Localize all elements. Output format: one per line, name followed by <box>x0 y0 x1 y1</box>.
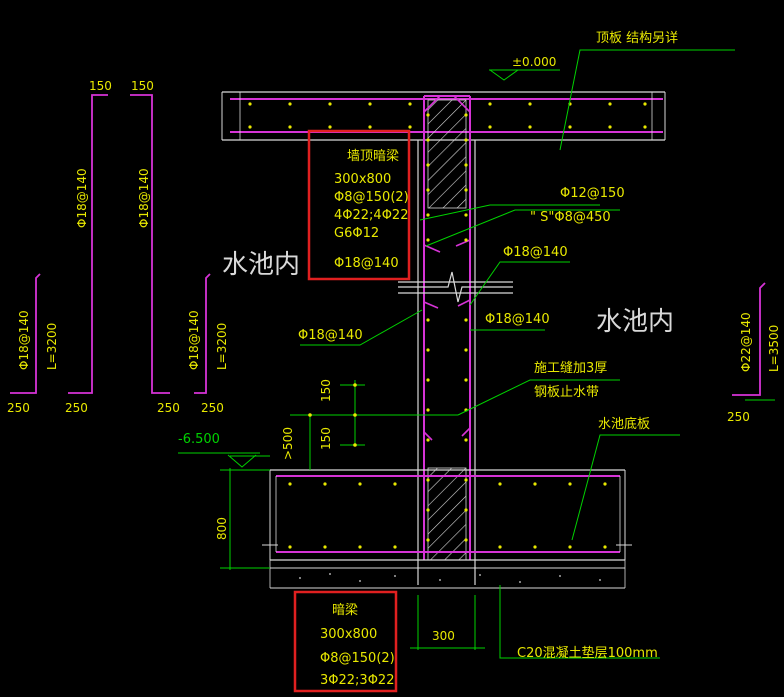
rebar-12-150-label: Φ12@150 <box>560 186 625 201</box>
bar-schedule-labels: 150 Φ18@140 150 Φ18@140 Φ18@140 L=3200 2… <box>7 79 781 424</box>
bar-1-shape <box>68 94 108 394</box>
top-beam-callout-box <box>307 129 411 281</box>
dim-150-a-label: 150 <box>319 379 333 402</box>
rebar-tie-label: " S"Φ8@450 <box>530 210 611 225</box>
rebar-18-140-label-b: Φ18@140 <box>485 312 550 327</box>
bottom-beam-stirrup: Φ8@150(2) <box>320 651 395 666</box>
bottom-slab-label: 水池底板 <box>598 416 650 432</box>
bar-5-shape <box>732 282 766 396</box>
bar-5-spec: Φ22@140 <box>739 312 753 372</box>
wall <box>417 95 476 585</box>
bar-4-shape <box>194 273 211 394</box>
dim-150-b-label: 150 <box>319 427 333 450</box>
bar-2-spec: Φ18@140 <box>137 168 151 228</box>
top-beam-extra: Φ18@140 <box>334 256 399 271</box>
bar-4-spec: Φ18@140 <box>187 310 201 370</box>
bar-2-shape <box>130 94 170 394</box>
bar-4-bottom: 250 <box>157 401 180 415</box>
top-beam-side: G6Φ12 <box>334 226 379 241</box>
top-beam-title: 墙顶暗梁 <box>347 149 399 164</box>
bar-5-length: L=3500 <box>767 325 781 372</box>
bar-3-spec: Φ18@140 <box>17 310 31 370</box>
bar-4-length: L=3200 <box>215 323 229 370</box>
bar-1-spec: Φ18@140 <box>75 168 89 228</box>
rebar-18-140-label-c: Φ18@140 <box>298 328 363 343</box>
top-beam-hatch <box>427 99 467 209</box>
elevation-bottom-label: -6.500 <box>178 432 220 447</box>
top-beam-size: 300x800 <box>334 172 391 187</box>
bottom-beam-title: 暗梁 <box>332 603 358 618</box>
water-inside-right-label: 水池内 <box>596 307 674 337</box>
dim-500-label: >500 <box>281 427 295 460</box>
dim-800-label: 800 <box>215 517 229 540</box>
rebar-dots <box>248 102 647 549</box>
cushion-label: C20混凝土垫层100mm <box>517 645 658 661</box>
top-slab-label: 顶板 结构另详 <box>596 31 678 46</box>
bottom-beam-hatch <box>427 467 467 561</box>
break-line <box>398 271 513 303</box>
bottom-beam-callout: 暗梁 300x800 Φ8@150(2) 3Φ22;3Φ22 <box>320 603 395 688</box>
bar-3-bottom: 250 <box>7 401 30 415</box>
leaders <box>178 49 775 659</box>
bottom-beam-main: 3Φ22;3Φ22 <box>320 673 394 688</box>
construction-joint-label-2: 钢板止水带 <box>534 385 599 400</box>
water-inside-left-label: 水池内 <box>222 250 300 280</box>
bar-4-end-bottom: 250 <box>201 401 224 415</box>
dim-300-label: 300 <box>432 629 455 643</box>
construction-joint-label-1: 施工缝加3厚 <box>534 361 607 376</box>
dim-dots <box>308 383 357 447</box>
top-beam-stirrup: Φ8@150(2) <box>334 190 409 205</box>
bar-1-top: 150 <box>89 79 112 93</box>
bottom-beam-callout-box <box>293 590 398 693</box>
bar-3-shape <box>10 273 41 394</box>
bottom-beam-size: 300x800 <box>320 627 377 642</box>
elevation-top-label: ±0.000 <box>512 55 556 69</box>
bar-3-length: L=3200 <box>45 323 59 370</box>
top-beam-main: 4Φ22;4Φ22 <box>334 208 408 223</box>
bar-schedule <box>10 94 766 396</box>
bar-3-end-bottom: 250 <box>65 401 88 415</box>
rebar-18-140-label-a: Φ18@140 <box>503 245 568 260</box>
bar-2-top: 150 <box>131 79 154 93</box>
bottom-slab <box>262 469 632 589</box>
top-beam-callout: 墙顶暗梁 300x800 Φ8@150(2) 4Φ22;4Φ22 G6Φ12 Φ… <box>334 149 409 271</box>
bar-5-bottom: 250 <box>727 410 750 424</box>
